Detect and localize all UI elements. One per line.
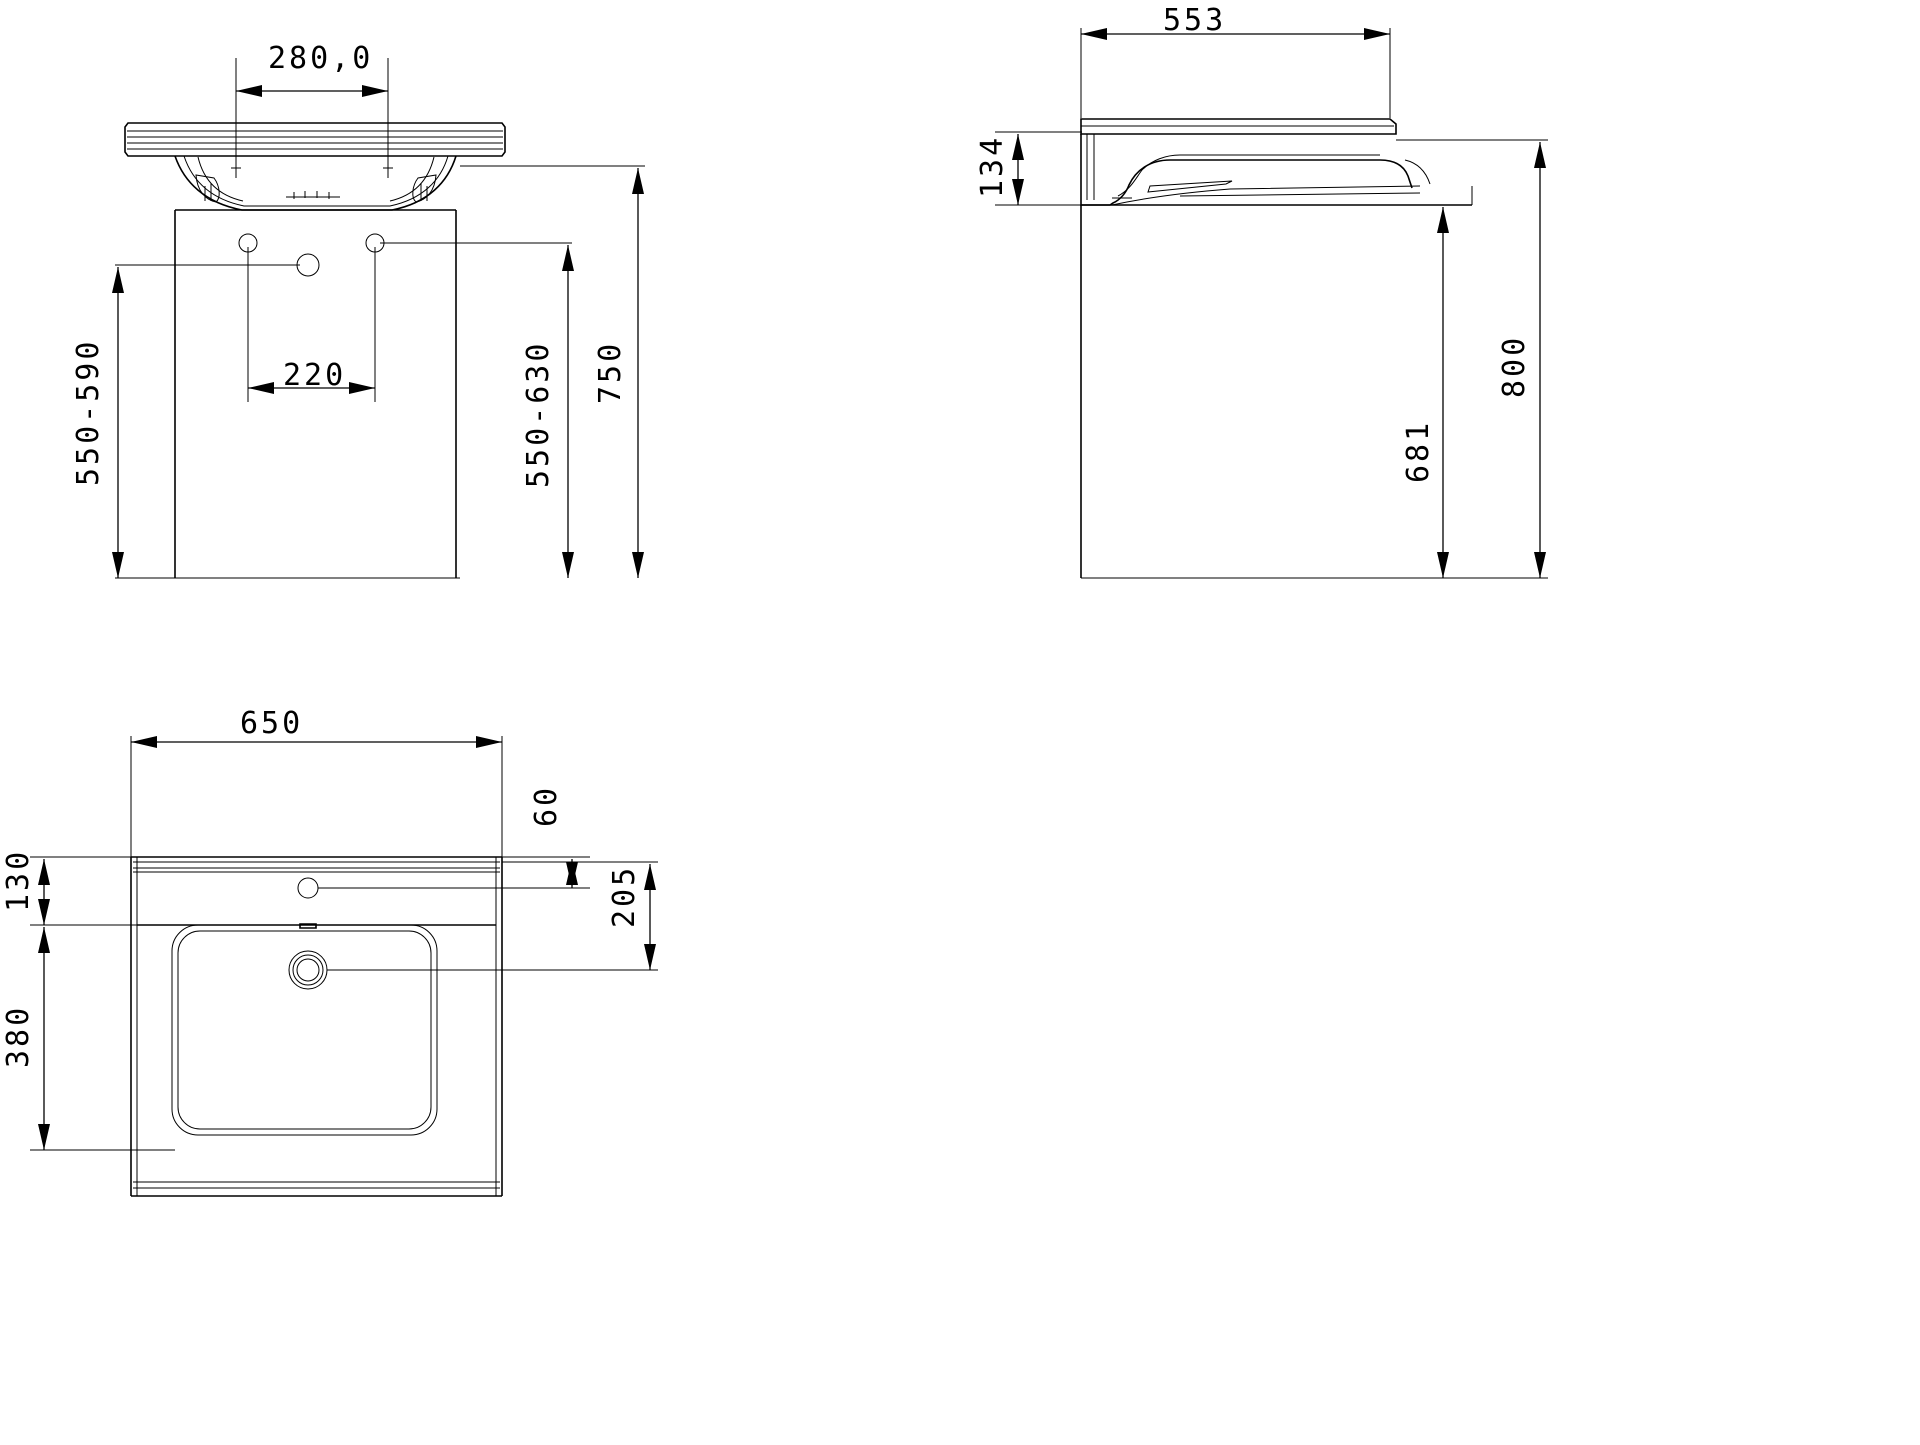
dim-label-681: 681 <box>1401 420 1436 483</box>
dim-134 <box>995 131 1082 206</box>
side-rim-profile <box>1080 118 1397 135</box>
dim-553 <box>1080 28 1391 118</box>
dim-60 <box>318 856 590 889</box>
fixing-holes <box>238 233 385 277</box>
dim-label-750: 750 <box>593 341 628 404</box>
dim-label-60: 60 <box>529 785 564 827</box>
view-side-elevation <box>995 28 1548 579</box>
basin-bowl-underside <box>174 155 457 211</box>
plan-outline <box>130 856 503 1197</box>
plan-waste-outlet <box>288 950 328 990</box>
dim-800 <box>1081 139 1548 579</box>
dim-550-630 <box>380 242 574 578</box>
dim-280 <box>231 58 393 178</box>
dim-681 <box>1412 204 1472 578</box>
plan-tap-hole <box>297 877 319 899</box>
dim-750 <box>460 165 645 578</box>
dim-label-380: 380 <box>1 1005 36 1068</box>
dim-label-220: 220 <box>283 358 346 393</box>
view-front-elevation <box>112 58 645 579</box>
dim-label-800: 800 <box>1497 335 1532 398</box>
side-bowl-section <box>1080 134 1473 206</box>
basin-rim-profile <box>124 122 506 157</box>
dim-label-550-590: 550-590 <box>71 339 106 486</box>
dim-label-280: 280,0 <box>268 41 373 76</box>
view-plan <box>30 736 658 1197</box>
dim-label-205: 205 <box>607 865 642 928</box>
dim-label-130: 130 <box>1 849 36 912</box>
dim-label-550-630: 550-630 <box>521 341 556 488</box>
dim-220 <box>247 247 376 402</box>
dim-650 <box>130 736 503 860</box>
dim-130 <box>30 856 175 926</box>
dim-label-650: 650 <box>240 706 303 741</box>
dim-label-134: 134 <box>975 135 1010 198</box>
dim-label-553: 553 <box>1163 3 1226 38</box>
pedestal-body <box>174 209 457 578</box>
plan-bowl <box>137 923 496 1136</box>
dim-380 <box>30 927 175 1151</box>
dim-205 <box>327 861 658 971</box>
dim-550-590 <box>112 264 460 579</box>
